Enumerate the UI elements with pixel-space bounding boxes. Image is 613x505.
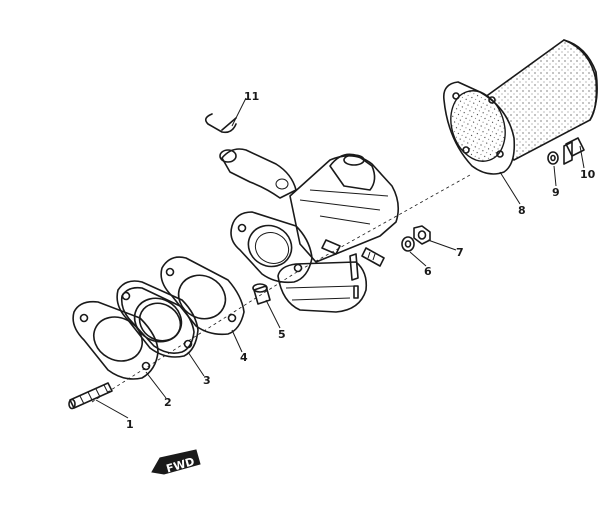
callout-9: 9 — [552, 186, 560, 199]
callout-11: 11 — [244, 90, 259, 103]
callout-3: 3 — [203, 374, 211, 387]
callout-4: 4 — [240, 351, 248, 364]
air-funnel-part-8 — [442, 39, 598, 175]
callout-8: 8 — [518, 204, 526, 217]
carburetor-body — [219, 148, 400, 313]
forward-direction-marker: FWD — [151, 449, 201, 475]
drain-screw — [349, 253, 359, 299]
cable-clip-part-11 — [204, 113, 237, 134]
callout-2: 2 — [164, 396, 172, 409]
collar-part-5 — [252, 283, 271, 305]
stud-part-1 — [68, 382, 113, 410]
callout-1: 1 — [126, 418, 134, 431]
spacer-part-3 — [116, 280, 199, 358]
bolt-part-10 — [563, 137, 585, 165]
gasket-part-2 — [72, 300, 159, 380]
washer-part-6 — [401, 236, 415, 252]
gasket-part-4 — [160, 256, 245, 336]
callout-6: 6 — [424, 265, 432, 278]
washer-part-9 — [547, 151, 559, 165]
leader-lines — [95, 97, 585, 419]
assembly-centerline — [91, 174, 471, 403]
callout-10: 10 — [580, 168, 596, 181]
callout-5: 5 — [278, 328, 286, 341]
pilot-screw — [321, 239, 385, 267]
nut-part-7 — [413, 225, 431, 245]
callout-7: 7 — [456, 246, 464, 259]
